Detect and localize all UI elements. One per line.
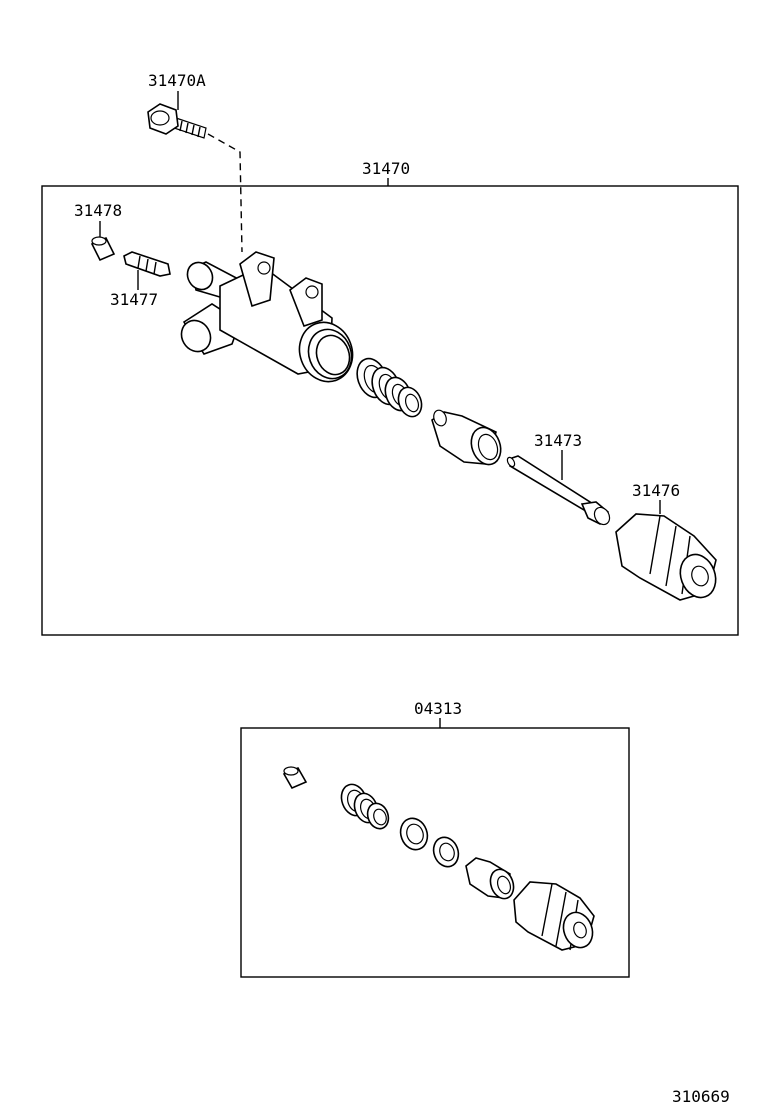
push-rod-31473[interactable] [506,455,613,527]
label-31477: 31477 [110,290,158,309]
label-31476: 31476 [632,481,680,500]
bolt-install-dashed-line [207,133,243,253]
diagram-number: 310669 [672,1087,730,1106]
kit-boot[interactable] [513,881,597,952]
piston-spring-set[interactable] [352,354,425,419]
kit-cup-seal-1[interactable] [396,815,431,854]
label-31473: 31473 [534,431,582,450]
piston[interactable] [431,408,506,468]
boot-31476[interactable] [615,513,721,602]
assembly-31470-frame [41,185,739,636]
label-31470a: 31470A [148,71,206,90]
repair-kit-04313-frame [240,727,630,978]
bleeder-cap-31478[interactable] [90,236,116,262]
kit-spring-set[interactable] [337,781,392,832]
kit-piston[interactable] [465,857,517,902]
label-31478: 31478 [74,201,122,220]
label-31470: 31470 [362,159,410,178]
kit-cup-seal-2[interactable] [430,834,463,870]
clutch-release-cylinder-body[interactable] [176,251,361,389]
kit-bleeder-cap[interactable] [282,766,308,790]
bleeder-plug-31477[interactable] [123,251,171,277]
label-04313: 04313 [414,699,462,718]
bolt-31470a[interactable] [147,103,207,139]
